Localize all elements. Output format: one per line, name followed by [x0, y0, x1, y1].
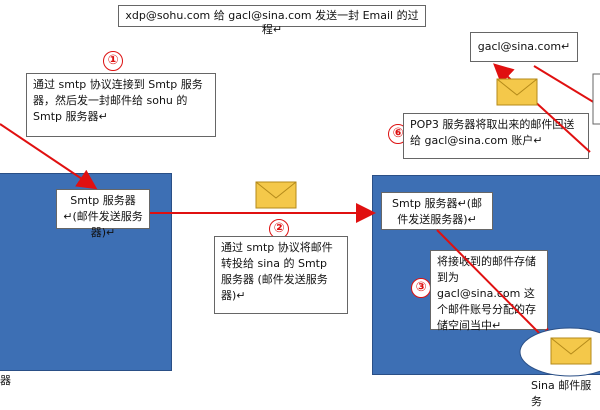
left-server-footer: 器 — [0, 374, 11, 387]
right-smtp-server-label: Smtp 服务器↵(邮件发送服务器)↵ — [381, 192, 493, 230]
recipient-account-box: gacl@sina.com↵ — [470, 32, 578, 62]
step-3-number: ③ — [411, 278, 431, 298]
diagram-title: xdp@sohu.com 给 gacl@sina.com 发送一封 Email … — [118, 5, 426, 36]
step-6-description: POP3 服务器将取出来的邮件回送给 gacl@sina.com 账户↵ — [403, 113, 589, 159]
step-1-description: 通过 smtp 协议连接到 Smtp 服务器，然后发一封邮件给 sohu 的 S… — [26, 73, 216, 137]
envelope-icon-top — [496, 78, 538, 106]
right-edge-box — [592, 73, 600, 125]
step-6-arrow-top — [533, 65, 600, 107]
step-2-number: ② — [269, 219, 289, 239]
right-server-footer: Sina 邮件服务 — [531, 379, 592, 408]
step-3-description: 将接收到的邮件存储到为 gacl@sina.com 这个邮件账号分配的存储空间当… — [430, 250, 548, 332]
left-smtp-server-label: Smtp 服务器↵(邮件发送服务器)↵ — [56, 189, 150, 239]
step-1-number: ① — [103, 51, 123, 71]
step-2-description: 通过 smtp 协议将邮件转投给 sina 的 Smtp 服务器 (邮件发送服务… — [214, 236, 348, 314]
envelope-icon-middle — [255, 181, 297, 209]
